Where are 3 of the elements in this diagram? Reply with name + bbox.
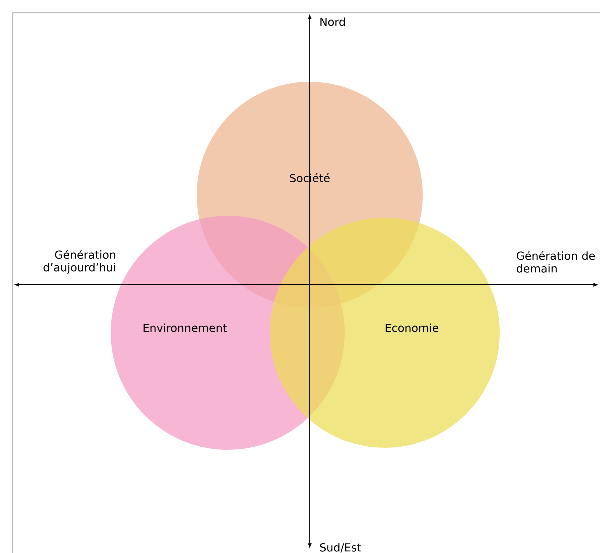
axis-label: Nord [320, 18, 346, 26]
axis-label: Génération de demain [517, 251, 596, 273]
axis-label: Sud/Est [320, 543, 362, 553]
